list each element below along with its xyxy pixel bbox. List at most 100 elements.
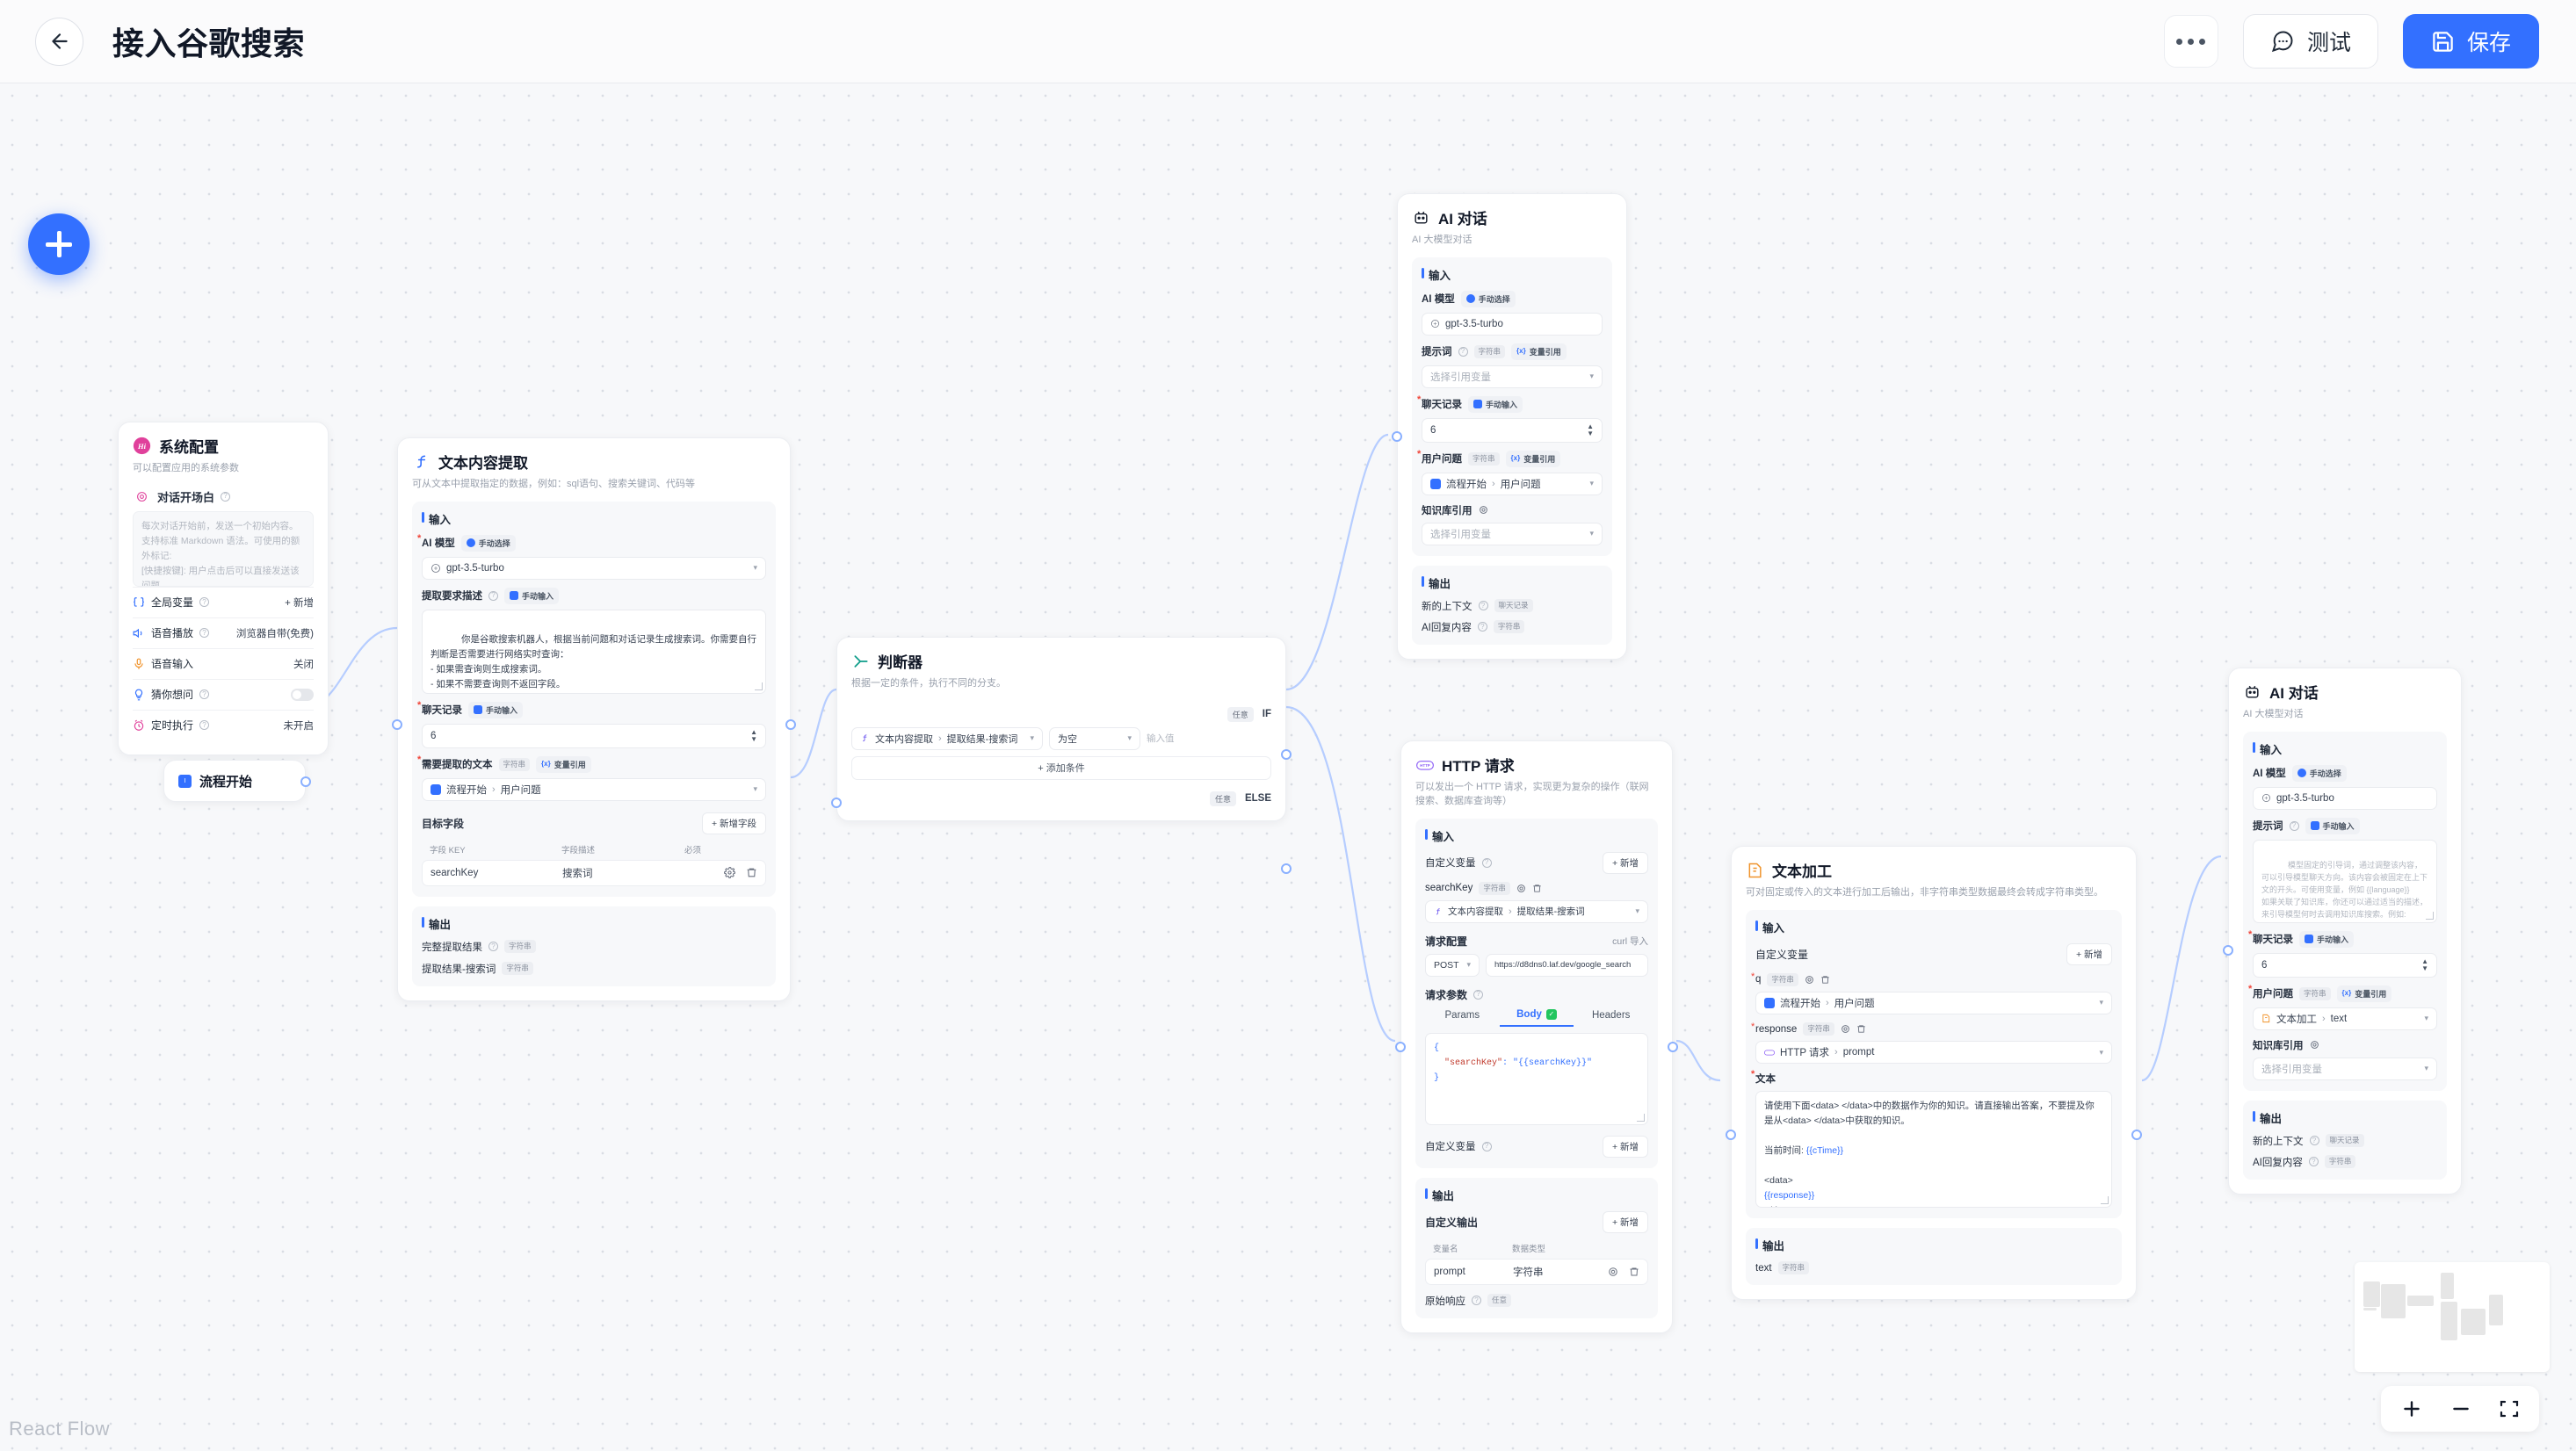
input-port[interactable] [392, 719, 402, 730]
resize-handle-icon[interactable] [1637, 1113, 1645, 1122]
help-icon[interactable]: ? [488, 590, 498, 601]
output-port[interactable] [300, 776, 311, 787]
settings-gear-icon[interactable] [1608, 1267, 1618, 1277]
stepper-icon[interactable]: ▲▼ [750, 727, 757, 743]
fit-view-button[interactable] [2499, 1398, 2520, 1419]
response-var-select[interactable]: HTTP 请求 › prompt ▾ [1755, 1041, 2112, 1065]
delete-trash-icon[interactable] [1856, 1024, 1866, 1034]
history-mode-chip[interactable]: 手动输入 [1468, 395, 1523, 413]
history-number-input[interactable]: 6 ▲▼ [422, 723, 766, 748]
settings-gear-icon[interactable] [1479, 505, 1488, 515]
tab-params[interactable]: Params [1444, 1009, 1480, 1021]
question-mode-chip[interactable]: {x} 变量引用 [2336, 985, 2392, 1002]
sc-value-global-vars[interactable]: + 新增 [285, 597, 314, 609]
q-var-select[interactable]: 流程开始 › 用户问题 ▾ [1755, 991, 2112, 1014]
help-icon[interactable]: ? [1481, 857, 1492, 868]
help-icon[interactable]: ? [1477, 622, 1487, 632]
settings-gear-icon[interactable] [1841, 1024, 1850, 1034]
help-icon[interactable]: ? [199, 720, 210, 731]
if-any-badge[interactable]: 任意 [1226, 706, 1254, 722]
node-judge[interactable]: 判断器 根据一定的条件，执行不同的分支。 任意 IF 文本内容提取 › 提取结果… [831, 637, 1292, 874]
question-mode-chip[interactable]: {x} 变量引用 [1505, 450, 1561, 467]
table-row[interactable]: prompt 字符串 [1425, 1258, 1648, 1285]
input-port[interactable] [2223, 945, 2233, 956]
history-mode-chip[interactable]: 手动输入 [2299, 930, 2355, 948]
history-number-input[interactable]: 6 ▲▼ [1422, 417, 1603, 443]
sc-row-schedule[interactable]: 定时执行 ? 未开启 [133, 709, 314, 740]
test-button[interactable]: 测试 [2242, 14, 2378, 69]
http-url-input[interactable]: https://d8dns0.laf.dev/google_search [1486, 953, 1648, 977]
node-ai-chat-right[interactable]: AI 对话 AI 大模型对话 输入 AI 模型 手动选择 [2223, 668, 2462, 1195]
prompt-mode-chip[interactable]: 手动输入 [2305, 817, 2360, 834]
help-icon[interactable]: ? [2308, 1157, 2319, 1167]
output-port-if[interactable] [1281, 749, 1292, 760]
flow-canvas[interactable]: Hi 系统配置 可以配置应用的系统参数 对话开场白 ? 每次对话开始前，发送一个… [0, 83, 2576, 1451]
history-mode-chip[interactable]: 手动输入 [468, 701, 524, 718]
model-select[interactable]: gpt-3.5-turbo [1422, 312, 1603, 336]
kb-var-select[interactable]: 选择引用变量 ▾ [2253, 1057, 2437, 1080]
add-field-button[interactable]: + 新增字段 [701, 812, 766, 834]
condition-variable-select[interactable]: 文本内容提取 › 提取结果-搜索词 ▾ [851, 726, 1043, 750]
input-port[interactable] [1395, 1042, 1406, 1052]
tab-body[interactable]: Body ✓ [1499, 1008, 1574, 1027]
model-select[interactable]: gpt-3.5-turbo ▾ [422, 556, 766, 580]
back-button[interactable] [35, 17, 83, 66]
add-variable-button[interactable]: + 新增 [2066, 942, 2112, 965]
more-options-button[interactable] [2163, 15, 2218, 68]
help-icon[interactable]: ? [488, 942, 498, 952]
node-system-config[interactable]: Hi 系统配置 可以配置应用的系统参数 对话开场白 ? 每次对话开始前，发送一个… [118, 422, 329, 755]
text-textarea[interactable]: 请使用下面<data> </data>中的数据作为你的知识。请直接输出答案，不要… [1755, 1091, 2112, 1209]
prompt-textarea[interactable]: 你是谷歌搜索机器人，根据当前问题和对话记录生成搜索词。你需要自行判断是否需要进行… [422, 609, 766, 694]
node-flow-start[interactable]: I 流程开始 [163, 760, 311, 802]
condition-operator-select[interactable]: 为空 ▾ [1049, 726, 1140, 750]
history-number-input[interactable]: 6 ▲▼ [2253, 952, 2437, 978]
resize-handle-icon[interactable] [2426, 911, 2434, 920]
condition-value-input[interactable]: 输入值 [1147, 733, 1175, 745]
searchkey-var-select[interactable]: 文本内容提取 › 提取结果-搜索词 ▾ [1425, 899, 1648, 923]
help-icon[interactable]: ? [2289, 820, 2299, 831]
output-port[interactable] [2131, 1130, 2142, 1140]
help-icon[interactable]: ? [1481, 1141, 1492, 1151]
save-button[interactable]: 保存 [2402, 14, 2539, 69]
help-icon[interactable]: ? [1478, 601, 1488, 611]
add-output-button[interactable]: + 新增 [1602, 1210, 1648, 1233]
node-text-extract[interactable]: 文本内容提取 可从文本中提取指定的数据，例如：sql语句、搜索关键词、代码等 输… [392, 437, 796, 1001]
table-row[interactable]: searchKey 搜索词 [422, 859, 766, 886]
node-ai-chat-top[interactable]: AI 对话 AI 大模型对话 输入 AI 模型 手动选择 [1392, 193, 1627, 660]
input-port[interactable] [831, 798, 842, 808]
stepper-icon[interactable]: ▲▼ [2421, 957, 2428, 972]
add-variable-button[interactable]: + 新增 [1602, 851, 1648, 874]
tab-headers[interactable]: Headers [1591, 1009, 1631, 1021]
zoom-out-button[interactable] [2449, 1397, 2472, 1420]
curl-import-button[interactable]: curl 导入 [1612, 935, 1648, 947]
model-mode-chip[interactable]: 手动选择 [460, 534, 516, 552]
help-icon[interactable]: ? [1473, 989, 1484, 1000]
resize-handle-icon[interactable] [755, 682, 763, 690]
settings-gear-icon[interactable] [724, 867, 735, 879]
prompt-mode-chip[interactable]: 手动输入 [504, 587, 560, 604]
guess-toggle[interactable] [291, 688, 314, 701]
help-icon[interactable]: ? [199, 628, 210, 639]
add-variable-button-2[interactable]: + 新增 [1602, 1135, 1648, 1158]
help-icon[interactable]: ? [199, 689, 210, 700]
question-var-select[interactable]: 文本加工 › text ▾ [2253, 1007, 2437, 1030]
source-mode-chip[interactable]: {x} 变量引用 [536, 755, 591, 773]
help-icon[interactable]: ? [1472, 1296, 1481, 1306]
model-mode-chip[interactable]: 手动选择 [1460, 290, 1516, 307]
help-icon[interactable]: ? [199, 597, 210, 608]
opening-textarea[interactable]: 每次对话开始前，发送一个初始内容。支持标准 Markdown 语法。可使用的额外… [133, 510, 314, 587]
help-icon[interactable]: ? [2309, 1136, 2319, 1146]
node-http-request[interactable]: HTTP HTTP 请求 可以发出一个 HTTP 请求，实现更为复杂的操作（联网… [1395, 740, 1678, 1333]
model-mode-chip[interactable]: 手动选择 [2291, 764, 2347, 782]
zoom-in-button[interactable] [2400, 1397, 2423, 1420]
source-var-select[interactable]: 流程开始 › 用户问题 ▾ [422, 777, 766, 801]
delete-trash-icon[interactable] [1629, 1267, 1639, 1277]
kb-var-select[interactable]: 选择引用变量 ▾ [1422, 522, 1603, 545]
node-text-process[interactable]: 文本加工 可对固定或传入的文本进行加工后输出，非字符串类型数据最终会转成字符串类… [1726, 846, 2142, 1301]
delete-trash-icon[interactable] [1532, 884, 1542, 893]
minimap[interactable] [2355, 1262, 2550, 1372]
input-port[interactable] [1726, 1130, 1736, 1140]
prompt-var-select[interactable]: 选择引用变量 ▾ [1422, 365, 1603, 388]
sc-row-guess[interactable]: 猜你想问 ? [133, 678, 314, 710]
else-any-badge[interactable]: 任意 [1209, 790, 1236, 806]
